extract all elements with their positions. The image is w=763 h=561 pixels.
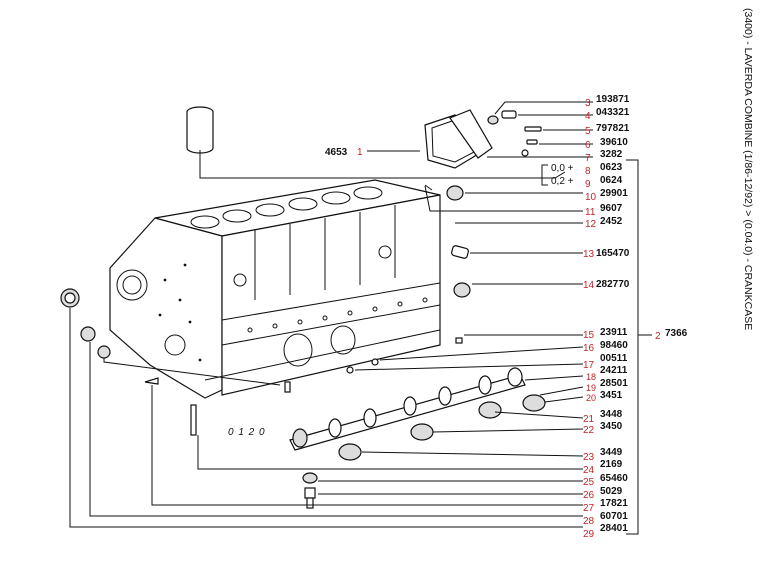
part-number-12: 2452 (600, 216, 623, 227)
callout-index-22: 22 (583, 425, 595, 436)
callout-index-1: 1 (357, 147, 363, 158)
callout-index-15: 15 (583, 330, 595, 341)
callout-index-8: 8 (585, 166, 591, 177)
part-number-5: 797821 (596, 123, 630, 134)
cover-plate (424, 109, 493, 169)
part-number-10: 29901 (600, 188, 628, 199)
callout-index-27: 27 (583, 503, 595, 514)
callout-index-5: 5 (585, 126, 591, 137)
callout-index-28: 28 (583, 516, 595, 527)
camshaft (289, 367, 546, 461)
callout-index-7: 7 (585, 153, 591, 164)
part-number-28: 60701 (600, 511, 628, 522)
callout-index-16: 16 (583, 343, 595, 354)
callout-index-26: 26 (583, 490, 595, 501)
prefix-8: 0,0 + (551, 163, 574, 174)
callout-index-11: 11 (585, 207, 596, 218)
part-number-24: 2169 (600, 459, 623, 470)
group-ref-part: 7366 (665, 328, 688, 339)
part-number-15: 23911 (600, 327, 628, 338)
part-number-21: 3448 (600, 409, 623, 420)
leader-lines (69, 101, 652, 535)
part-number-26: 5029 (600, 486, 623, 497)
callout-index-25: 25 (583, 477, 595, 488)
callout-index-20: 20 (586, 393, 596, 403)
page-header-vertical: (3400) - LAVERDA COMBINE (1/86-12/92) > … (742, 8, 754, 330)
callout-index-13: 13 (583, 249, 595, 260)
part-number-7: 3282 (600, 149, 623, 160)
part-number-14: 282770 (596, 279, 630, 290)
callout-index-21: 21 (583, 414, 595, 425)
callout-index-9: 9 (585, 179, 591, 190)
prefix-9: 0,2 + (551, 176, 574, 187)
part-number-18: 24211 (600, 365, 628, 376)
part-number-23: 3449 (600, 447, 623, 458)
callout-index-14: 14 (583, 280, 595, 291)
callout-index-12: 12 (585, 219, 597, 230)
part-number-8: 0623 (600, 162, 623, 173)
callout-index-10: 10 (585, 192, 597, 203)
part-number-20: 3451 (600, 390, 623, 401)
part-number-6: 39610 (600, 137, 628, 148)
callout-index-17: 17 (583, 360, 595, 371)
part-number-1: 4653 (325, 147, 348, 158)
part-number-25: 65460 (600, 473, 628, 484)
drawing-note: 0 1 2 0 (228, 427, 266, 438)
engine-block-drawing (109, 179, 441, 399)
cylinder-liner (186, 106, 214, 154)
small-parts-lower (190, 358, 379, 509)
callout-index-23: 23 (583, 452, 595, 463)
callout-index-18: 18 (586, 372, 596, 382)
part-number-17: 00511 (600, 353, 628, 364)
callout-index-29: 29 (583, 529, 595, 540)
part-number-9: 0624 (600, 175, 623, 186)
part-number-19: 28501 (600, 378, 628, 389)
callout-index-4: 4 (585, 111, 591, 122)
small-parts-upper (424, 110, 542, 344)
part-number-27: 17821 (600, 498, 628, 509)
callout-index-6: 6 (585, 140, 591, 151)
part-number-16: 98460 (600, 340, 628, 351)
part-number-13: 165470 (596, 248, 630, 259)
part-number-22: 3450 (600, 421, 623, 432)
part-number-11: 9607 (600, 203, 623, 214)
group-ref-index: 2 (655, 331, 661, 342)
part-number-29: 28401 (600, 523, 628, 534)
part-number-3: 193871 (596, 94, 630, 105)
callout-index-19: 19 (586, 383, 596, 393)
callout-index-3: 3 (585, 98, 591, 109)
callout-index-24: 24 (583, 465, 595, 476)
part-number-4: 043321 (596, 107, 630, 118)
